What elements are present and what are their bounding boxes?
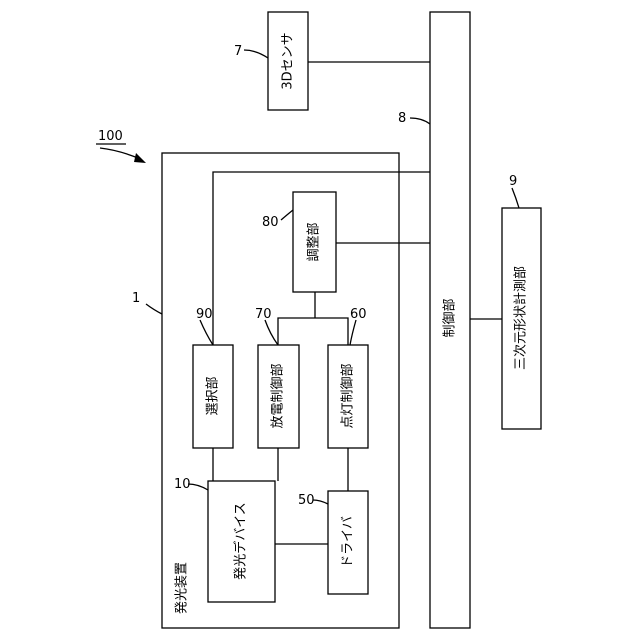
ref-7: 7: [234, 44, 242, 59]
leader-10: [188, 484, 208, 490]
controller-label: 制御部: [443, 298, 458, 337]
ref-9: 9: [509, 174, 517, 189]
selector-label: 選択部: [206, 376, 221, 415]
leader-80: [281, 210, 293, 220]
adjuster-label: 調整部: [307, 222, 322, 261]
lighting-label: 点灯制御部: [341, 363, 356, 428]
ref-100: 100: [98, 129, 123, 144]
selector-controller-line: [213, 172, 430, 345]
leader-9: [512, 188, 519, 208]
leader-50: [313, 500, 328, 504]
leader-100: [100, 148, 138, 158]
ref-70: 70: [255, 307, 272, 322]
leader-8: [410, 118, 430, 124]
arrowhead-100: [134, 153, 146, 163]
leader-60: [350, 320, 356, 345]
leader-70: [265, 320, 278, 345]
ref-8: 8: [398, 111, 406, 126]
ref-10: 10: [174, 477, 191, 492]
leader-1: [146, 304, 162, 314]
device-label: 発光装置: [175, 562, 190, 614]
discharge-label: 放電制御部: [271, 363, 286, 428]
sensor-label: 3Dセンサ: [281, 32, 296, 89]
ref-60: 60: [350, 307, 367, 322]
ref-50: 50: [298, 493, 315, 508]
ref-80: 80: [262, 215, 279, 230]
leader-90: [200, 320, 213, 345]
driver-label: ドライバ: [341, 516, 356, 568]
leader-7: [244, 50, 268, 58]
adjuster-branch-line: [278, 318, 348, 345]
emitter-label: 発光デバイス: [233, 502, 249, 580]
ref-1: 1: [132, 291, 140, 306]
ref-90: 90: [196, 307, 213, 322]
measurement-label: 三次元形状計測部: [513, 266, 529, 370]
